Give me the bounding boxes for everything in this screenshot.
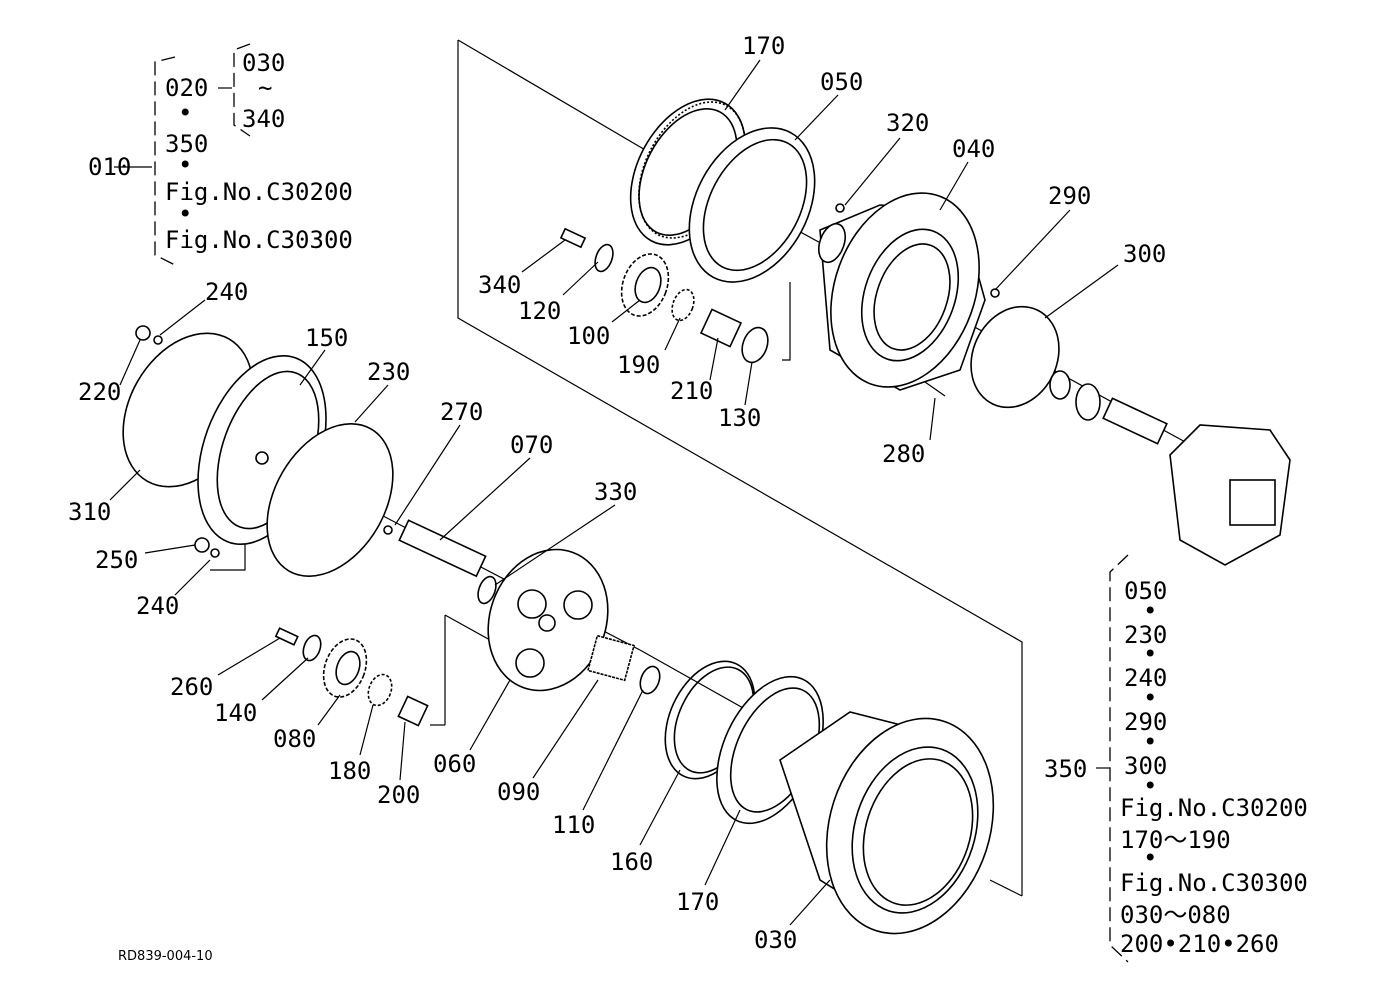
legend-010-root: 010: [88, 153, 131, 181]
part-140-washer: [302, 634, 322, 662]
part-200-bushing: [397, 695, 429, 727]
legend-350-dot-4: •: [1143, 728, 1157, 756]
label-070: 070: [510, 431, 553, 459]
label-100: 100: [567, 322, 610, 350]
label-210: 210: [670, 377, 713, 405]
legend-010-dot-1: •: [178, 99, 192, 127]
legend-350-item-240: 240: [1124, 664, 1167, 692]
label-330: 330: [594, 478, 637, 506]
legend-350-fig2: Fig.No.C30300: [1120, 869, 1308, 897]
legend-010-range-tilde: ~: [258, 74, 272, 102]
drawing-code: RD839-004-10: [118, 949, 213, 964]
part-240-o-ring-upper: [153, 335, 163, 345]
legend-350-item-230: 230: [1124, 621, 1167, 649]
part-050-ring: [688, 127, 816, 283]
label-140: 140: [214, 699, 257, 727]
part-110-thrust-washer: [639, 665, 661, 695]
label-200: 200: [377, 781, 420, 809]
label-270: 270: [440, 398, 483, 426]
legend-350-range2: 030～080: [1120, 901, 1231, 929]
legend-010-item-350: 350: [165, 130, 208, 158]
legend-350-dot-1: •: [1143, 597, 1157, 625]
legend-010-range-to: 340: [242, 105, 285, 133]
label-170-upper: 170: [742, 32, 785, 60]
part-040-hub: [818, 192, 986, 391]
part-280-pin: [924, 381, 946, 397]
part-130-thrust-washer: [741, 326, 769, 364]
part-270-ball: [383, 525, 393, 535]
part-320-plug: [835, 203, 845, 213]
legend-350-item-290: 290: [1124, 708, 1167, 736]
legend-010-dot-2: •: [178, 151, 192, 179]
label-220: 220: [78, 378, 121, 406]
part-330-snap-ring: [477, 575, 497, 605]
part-240-o-ring-lower: [210, 548, 220, 558]
part-210-bushing: [699, 308, 743, 348]
part-190-needle-bearing: [671, 288, 695, 322]
part-250-plug: [194, 537, 210, 553]
legend-010-sub: 020: [165, 74, 208, 102]
label-300: 300: [1123, 240, 1166, 268]
part-030-housing: [779, 711, 995, 935]
label-310: 310: [68, 498, 111, 526]
label-130: 130: [718, 404, 761, 432]
part-120-washer: [594, 243, 614, 273]
label-170-lower: 170: [676, 888, 719, 916]
label-250: 250: [95, 546, 138, 574]
label-190: 190: [617, 351, 660, 379]
part-100-gear: [620, 253, 670, 317]
label-230: 230: [367, 358, 410, 386]
legend-010: 010 020 030 ~ 340 • 350 • Fig.No.C30200 …: [88, 43, 353, 266]
legend-350-dot-6: •: [1143, 844, 1157, 872]
legend-350-range1: 170～190: [1120, 826, 1231, 854]
legend-350-dot-2: •: [1143, 640, 1157, 668]
label-340: 340: [478, 271, 521, 299]
part-220-plug: [135, 325, 151, 341]
label-160: 160: [610, 848, 653, 876]
legend-350-item-050: 050: [1124, 577, 1167, 605]
label-290: 290: [1048, 182, 1091, 210]
part-290-o-ring: [990, 288, 1000, 298]
label-280: 280: [882, 440, 925, 468]
legend-350-fig1: Fig.No.C30200: [1120, 794, 1308, 822]
label-040: 040: [952, 135, 995, 163]
part-080-gear: [322, 638, 368, 698]
label-030: 030: [754, 926, 797, 954]
part-060-carrier: [487, 548, 609, 692]
part-070-shaft: [398, 519, 487, 578]
label-120: 120: [518, 297, 561, 325]
legend-010-dot-3: •: [178, 200, 192, 228]
part-340-bolt: [559, 227, 587, 249]
legend-010-fig2: Fig.No.C30300: [165, 226, 353, 254]
part-090-sun-gear: [587, 634, 635, 682]
label-240-upper: 240: [205, 278, 248, 306]
callout-labels: 170 050 320 040 290 300 340 120 100 190 …: [68, 32, 1166, 954]
legend-350: 350 050 • 230 • 240 • 290 • 300 • Fig.No…: [1044, 554, 1308, 963]
leader-lines: [109, 59, 1119, 926]
legend-010-fig1: Fig.No.C30200: [165, 178, 353, 206]
motor-shaft-and-housing: [1049, 370, 1291, 566]
label-080: 080: [273, 725, 316, 753]
label-110: 110: [552, 811, 595, 839]
part-230-o-ring: [266, 423, 394, 577]
label-060: 060: [433, 750, 476, 778]
label-150: 150: [305, 324, 348, 352]
legend-350-root: 350: [1044, 755, 1087, 783]
legend-350-list: 200•210•260: [1120, 930, 1279, 958]
label-180: 180: [328, 757, 371, 785]
label-240-lower: 240: [136, 592, 179, 620]
legend-350-dot-5: •: [1143, 772, 1157, 800]
label-320: 320: [886, 109, 929, 137]
part-180-needle-bearing: [367, 673, 393, 707]
legend-350-dot-3: •: [1143, 684, 1157, 712]
label-260: 260: [170, 673, 213, 701]
label-050: 050: [820, 68, 863, 96]
part-260-bolt: [274, 627, 299, 646]
legend-010-range-from: 030: [242, 49, 285, 77]
label-090: 090: [497, 778, 540, 806]
legend-350-item-300: 300: [1124, 752, 1167, 780]
